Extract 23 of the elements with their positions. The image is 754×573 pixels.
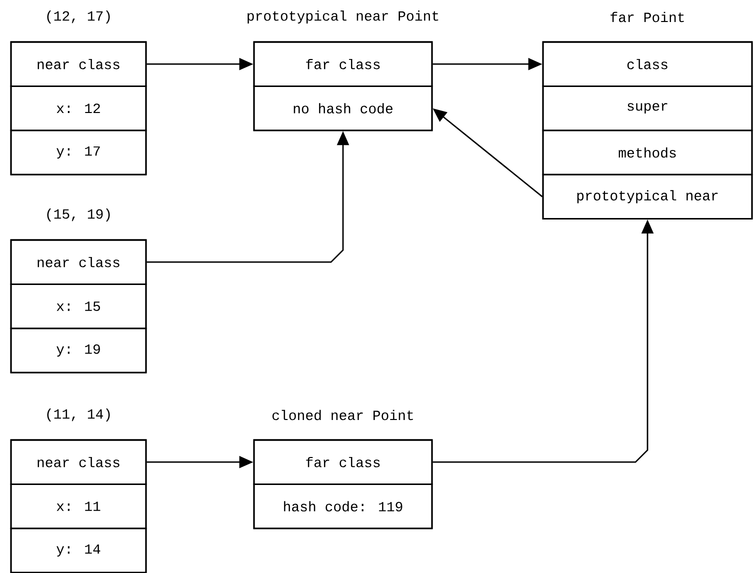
field-cell: y: 14 <box>10 528 147 573</box>
object-title: (12, 17) <box>47 10 110 24</box>
object-title: far Point <box>610 12 684 22</box>
field-cell: y: 17 <box>10 130 147 176</box>
field-cell: super <box>542 86 753 132</box>
field-cell: methods <box>542 130 753 176</box>
field-cell: far class <box>253 41 433 87</box>
field-cell: y: 19 <box>10 328 147 374</box>
object-title: prototypical near Point <box>248 10 438 24</box>
field-cell: hash code: 119 <box>253 484 433 530</box>
field-cell: near class <box>10 439 147 485</box>
object-title: cloned near Point <box>272 410 413 420</box>
field-cell: class <box>542 41 753 87</box>
object-title: (15, 19) <box>47 208 110 222</box>
field-cell: x: 15 <box>10 284 147 330</box>
field-cell: prototypical near <box>542 174 753 220</box>
field-cell: x: 11 <box>10 484 147 530</box>
field-cell: far class <box>253 439 433 485</box>
field-cell: near class <box>10 41 147 87</box>
object-title: (11, 14) <box>47 408 110 422</box>
field-cell: x: 12 <box>10 86 147 132</box>
field-cell: near class <box>10 239 147 285</box>
field-cell: no hash code <box>253 86 433 132</box>
